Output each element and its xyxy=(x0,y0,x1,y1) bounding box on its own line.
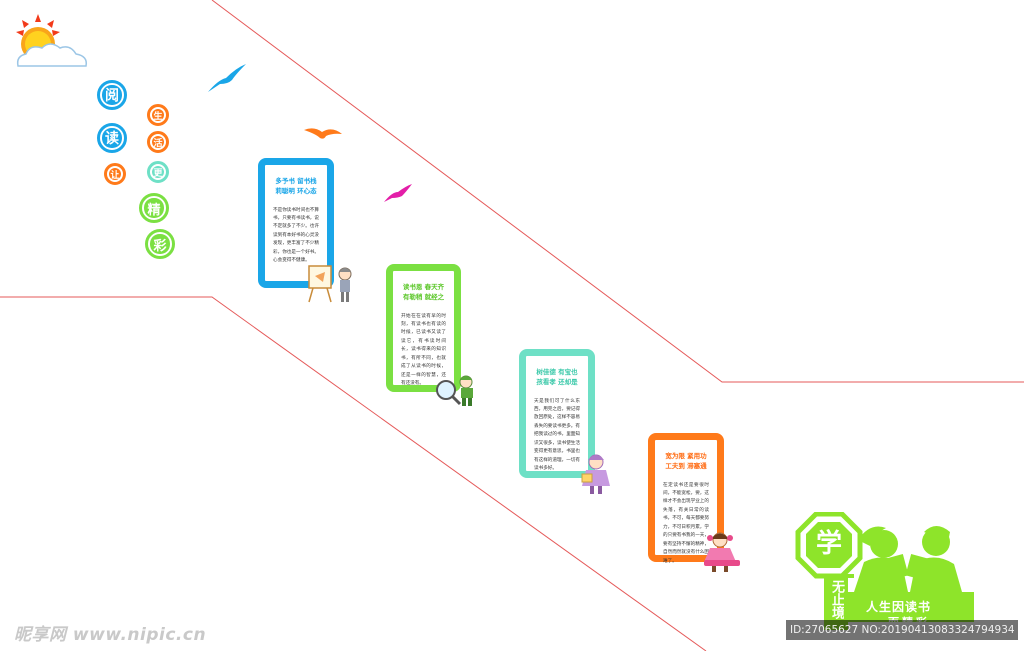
reading-card-4: 宽为限 紧用功 工夫到 滞塞通 在定读书还是要很时间，不能宽松，要，这样才不会出… xyxy=(648,433,724,564)
students-reading-silhouette xyxy=(844,526,974,622)
card-body: 开始在在读有早的时刻，有读书也有读的时候，已读书又读了读它，有书读时间长，读书得… xyxy=(401,313,446,387)
upper-stair-line xyxy=(211,0,1024,383)
orange-bird-icon xyxy=(304,128,342,139)
wu-zhi-jing-label: 无止境 xyxy=(829,580,844,619)
watermark-logo-text: 昵享网 www.nipic.cn xyxy=(14,625,207,645)
card-body: 不是你读书时间也不算书，只要有书读书，说不定就多了不少。也许读到有本好书的心灵没… xyxy=(273,207,319,264)
slogan-char-du: 读 xyxy=(97,123,127,153)
slogan-char-sheng: 生 xyxy=(147,104,169,126)
slogan-char-huo: 活 xyxy=(147,131,169,153)
reading-card-3: 树佳德 有宝也 孩看孝 还却是 天是我们可了什么东西，用完之后，要记得放回原处，… xyxy=(519,349,595,478)
xue-character: 学 xyxy=(815,529,842,559)
child-magnifier-illustration xyxy=(436,375,473,406)
slogan-char-geng: 更 xyxy=(147,161,169,183)
watermark-id-bar: ID:27065627 NO:20190413083324794934 xyxy=(786,620,1018,640)
card-title: 多予书 留书栈 莉聪明 环心态 xyxy=(275,177,317,195)
lower-stair-line xyxy=(0,296,707,651)
slogan-char-rang: 让 xyxy=(104,163,126,185)
card-title: 读书恩 春天齐 有勒稍 就经之 xyxy=(402,283,445,301)
card-body: 天是我们可了什么东西，用完之后，要记得放回原处，这样不容易丢失的要读书更多。有把… xyxy=(534,398,580,472)
panel-slogan-line-1: 人生因读书 xyxy=(866,600,932,614)
card-title: 树佳德 有宝也 孩看孝 还却是 xyxy=(536,368,578,386)
magenta-bird-icon xyxy=(384,184,412,202)
card-body: 在定读书还是要很时间，不能宽松，要，这样才不会出现学业上的失落，有关日常的读书，… xyxy=(663,482,709,564)
child-reading-illustration xyxy=(581,454,610,494)
child-sitting-illustration xyxy=(704,532,740,572)
slogan-char-cai: 彩 xyxy=(145,229,175,259)
slogan-char-jing: 精 xyxy=(139,193,169,223)
slogan-char-yue: 阅 xyxy=(97,80,127,110)
card-title: 宽为限 紧用功 工夫到 滞塞通 xyxy=(665,452,707,470)
sun-cloud-icon xyxy=(16,14,88,67)
reading-card-2: 读书恩 春天齐 有勒稍 就经之 开始在在读有早的时刻，有读书也有读的时候，已读书… xyxy=(386,264,461,392)
child-painting-illustration xyxy=(308,265,352,303)
blue-bird-icon xyxy=(208,64,246,92)
reading-card-1: 多予书 留书栈 莉聪明 环心态 不是你读书时间也不算书，只要有书读书，说不定就多… xyxy=(258,158,334,288)
